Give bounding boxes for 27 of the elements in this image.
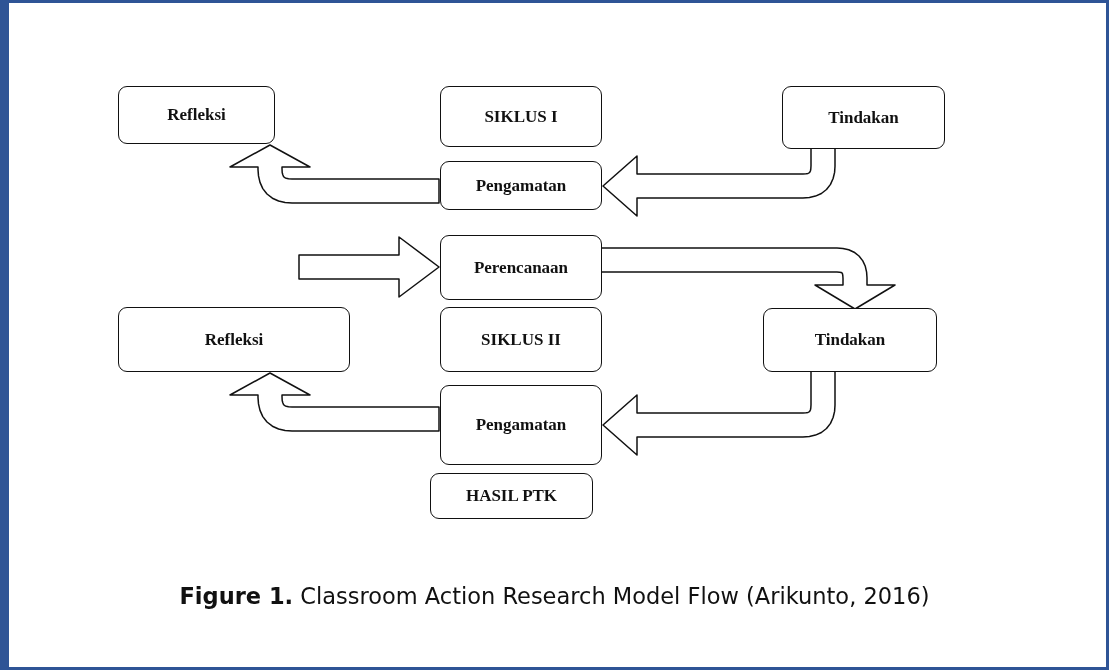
process-box (782, 86, 945, 149)
block-arrow (600, 247, 896, 310)
figure-caption: Figure 1. Classroom Action Research Model Flow (Arikunto, 2016) (178, 583, 931, 609)
box-label: Pengamatan (475, 415, 567, 435)
process-box (440, 385, 602, 465)
box-label: Refleksi (167, 105, 226, 125)
process-box (440, 161, 602, 210)
process-box (440, 86, 602, 147)
process-box (118, 86, 275, 144)
block-arrow (602, 147, 836, 217)
box-label: Tindakan (828, 107, 899, 128)
box-label: Perencanaan (473, 257, 569, 278)
process-box (430, 473, 593, 519)
process-box (440, 307, 602, 372)
block-arrow (229, 372, 440, 432)
box-label: Refleksi (204, 329, 264, 350)
box-label: SIKLUS I (484, 106, 558, 127)
box-label: HASIL PTK (465, 486, 558, 506)
process-box (763, 308, 937, 372)
block-arrow (602, 370, 836, 456)
process-box (118, 307, 350, 372)
box-label: Tindakan (814, 330, 886, 350)
process-box (440, 235, 602, 300)
block-arrow (229, 144, 440, 204)
box-label: SIKLUS II (481, 329, 561, 350)
box-label: Pengamatan (475, 175, 567, 196)
block-arrow (298, 236, 440, 298)
